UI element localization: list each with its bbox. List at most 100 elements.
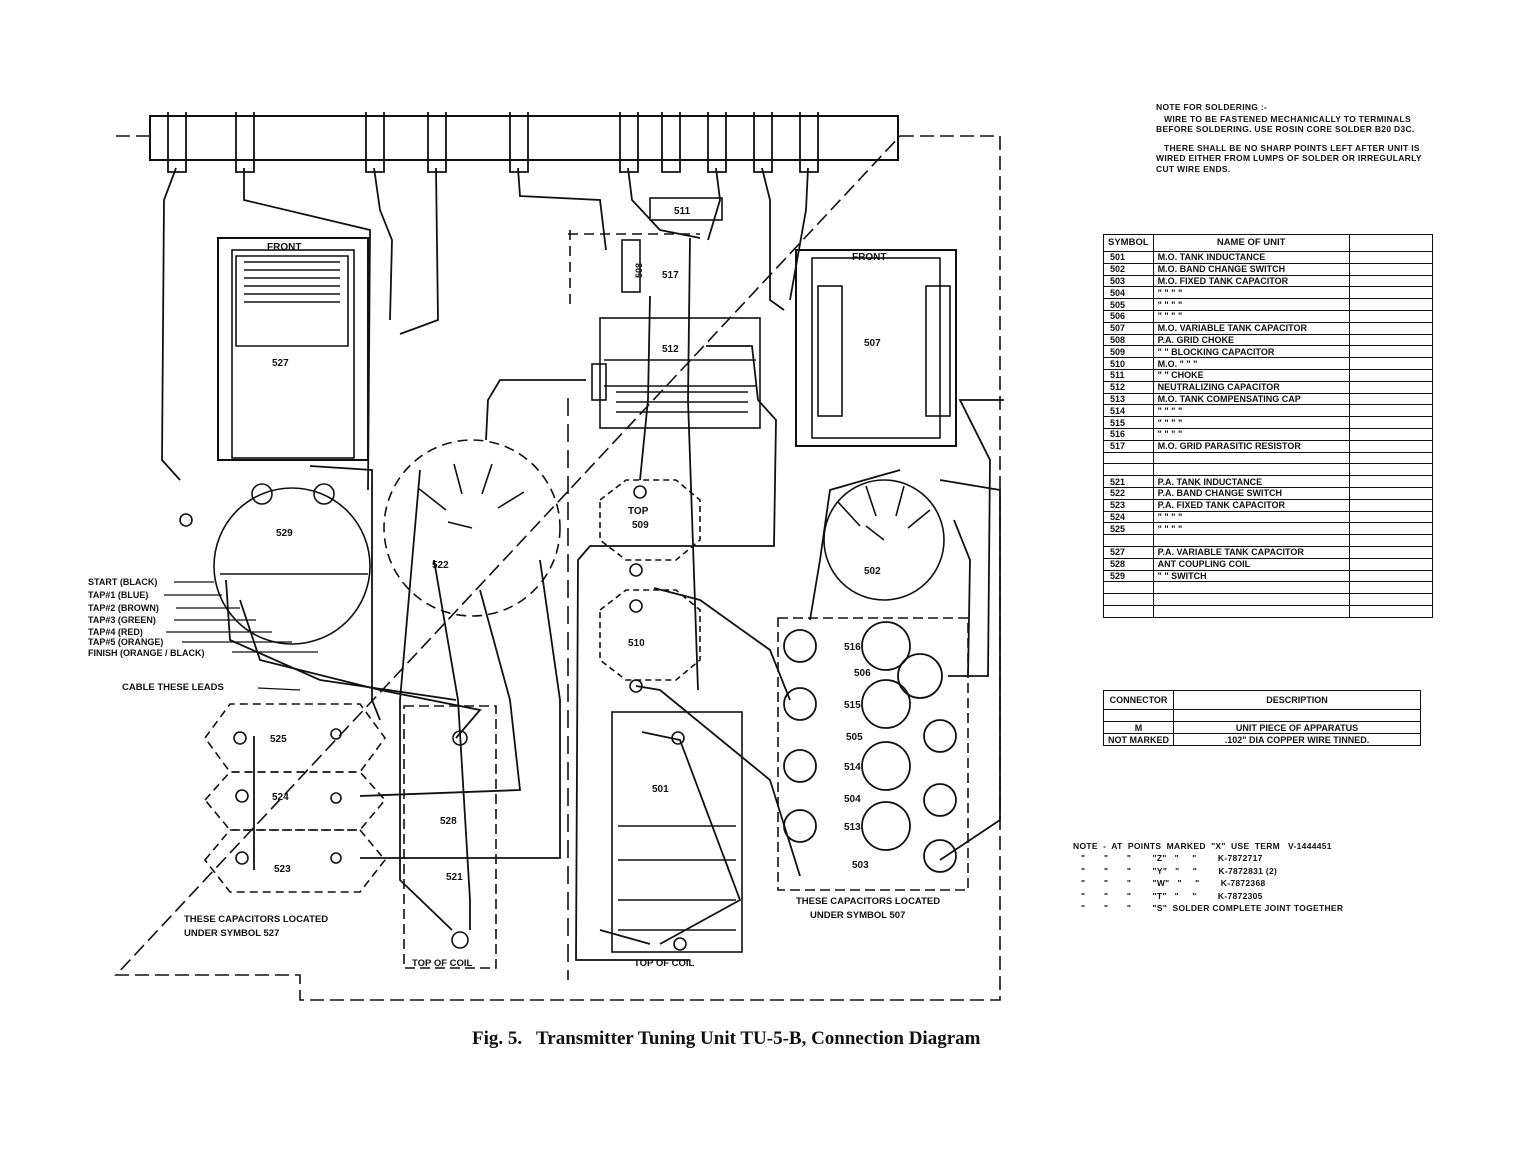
unit-blank (1348, 451, 1433, 465)
unit-symbol: 508 (1103, 333, 1154, 347)
unit-symbol: 522 (1103, 486, 1154, 500)
wiring (161, 167, 1004, 961)
unit-symbol: 515 (1103, 416, 1154, 429)
terminal-note-row: " " " "Y" " " K-7872831 (2) (1073, 865, 1278, 876)
label-511: 511 (674, 206, 691, 217)
unit-symbol: 516 (1103, 427, 1154, 441)
unit-blank (1348, 345, 1433, 359)
label-caps-527-b: UNDER SYMBOL 527 (184, 928, 279, 939)
unit-blank (1348, 357, 1433, 370)
unit-blank (1348, 286, 1433, 300)
label-527: 527 (272, 358, 289, 369)
unit-symbol: 528 (1103, 557, 1154, 571)
unit-blank (1348, 475, 1433, 488)
unit-name: " " BLOCKING CAPACITOR (1152, 345, 1350, 359)
unit-blank (1348, 392, 1433, 406)
unit-symbol: 511 (1103, 368, 1154, 382)
unit-name (1152, 451, 1350, 465)
unit-symbol (1103, 463, 1154, 477)
unit-name: " " " " (1152, 510, 1350, 524)
unit-blank (1348, 522, 1433, 536)
lead-tap5: TAP#5 (ORANGE) (88, 637, 163, 647)
unit-blank (1348, 404, 1433, 418)
unit-table-row: 509" " BLOCKING CAPACITOR (1103, 345, 1433, 359)
unit-name: M.O. VARIABLE TANK CAPACITOR (1152, 321, 1350, 335)
unit-blank (1348, 309, 1433, 323)
unit-symbol: 512 (1103, 380, 1154, 394)
terminal-lugs (179, 485, 687, 951)
unit-symbol: 525 (1103, 522, 1154, 536)
unit-symbol: 524 (1103, 510, 1154, 524)
label-515: 515 (844, 700, 861, 711)
unit-table-row: 524" " " " (1103, 510, 1433, 524)
unit-symbol (1103, 593, 1154, 606)
label-510: 510 (628, 638, 645, 649)
unit-table-row (1103, 581, 1433, 595)
switch-502 (823, 479, 945, 601)
connector-description: .102" DIA COPPER WIRE TINNED. (1173, 733, 1421, 746)
lead-tap4: TAP#4 (RED) (88, 627, 143, 637)
unit-name: M.O. FIXED TANK CAPACITOR (1152, 274, 1350, 288)
label-507: 507 (864, 338, 881, 349)
capacitor-510 (599, 589, 701, 681)
unit-table-row (1103, 534, 1433, 547)
connector-header: CONNECTOR (1103, 690, 1174, 710)
unit-symbol: 507 (1103, 321, 1154, 335)
front-label-left: FRONT (267, 242, 301, 253)
capacitor-509 (599, 479, 701, 561)
unit-blank (1348, 463, 1433, 477)
unit-symbol: 513 (1103, 392, 1154, 406)
front-label-right: FRONT (852, 252, 886, 263)
label-caps-507-a: THESE CAPACITORS LOCATED (796, 896, 940, 907)
label-caps-507-b: UNDER SYMBOL 507 (810, 910, 905, 921)
unit-table-row: 506" " " " (1103, 309, 1433, 323)
unit-symbol: 505 (1103, 298, 1154, 311)
unit-table-row: 514" " " " (1103, 404, 1433, 418)
unit-name: P.A. VARIABLE TANK CAPACITOR (1152, 545, 1350, 559)
unit-name: M.O. BAND CHANGE SWITCH (1152, 262, 1350, 276)
label-cable-leads: CABLE THESE LEADS (122, 682, 224, 693)
unit-symbol (1103, 451, 1154, 465)
label-504: 504 (844, 794, 861, 805)
unit-blank (1348, 333, 1433, 347)
terminal-note-row: NOTE - AT POINTS MARKED "X" USE TERM V-1… (1073, 841, 1332, 851)
terminal-note-row: " " " "Z" " " K-7872717 (1073, 853, 1263, 864)
unit-blank (1348, 604, 1433, 618)
unit-blank (1348, 486, 1433, 500)
choke-511 (649, 197, 723, 221)
figure-caption: Fig. 5. Transmitter Tuning Unit TU-5-B, … (472, 1028, 981, 1049)
unit-blank (1348, 439, 1433, 453)
unit-blank (1348, 534, 1433, 547)
label-523: 523 (274, 864, 291, 875)
label-528: 528 (440, 816, 457, 827)
terminal-note: NOTE - AT POINTS MARKED "X" USE TERM V-1… (1073, 840, 1343, 914)
unit-name: M.O. " " " (1152, 357, 1350, 370)
label-509: 509 (632, 520, 649, 531)
unit-blank (1348, 545, 1433, 559)
unit-blank (1348, 569, 1433, 583)
unit-symbol: 506 (1103, 309, 1154, 323)
label-513: 513 (844, 822, 861, 833)
unit-name: " " " " (1152, 416, 1350, 429)
capacitor-512 (599, 317, 761, 429)
unit-table-row (1103, 604, 1433, 618)
unit-blank (1348, 298, 1433, 311)
lead-pointers (164, 581, 318, 691)
unit-blank (1348, 581, 1433, 595)
terminal-note-row: " " " "W" " " K-7872368 (1073, 878, 1266, 889)
label-524: 524 (272, 792, 289, 803)
label-522: 522 (432, 560, 449, 571)
unit-blank (1348, 262, 1433, 276)
label-caps-527-a: THESE CAPACITORS LOCATED (184, 914, 328, 925)
unit-table-row (1103, 463, 1433, 477)
label-503: 503 (852, 860, 869, 871)
